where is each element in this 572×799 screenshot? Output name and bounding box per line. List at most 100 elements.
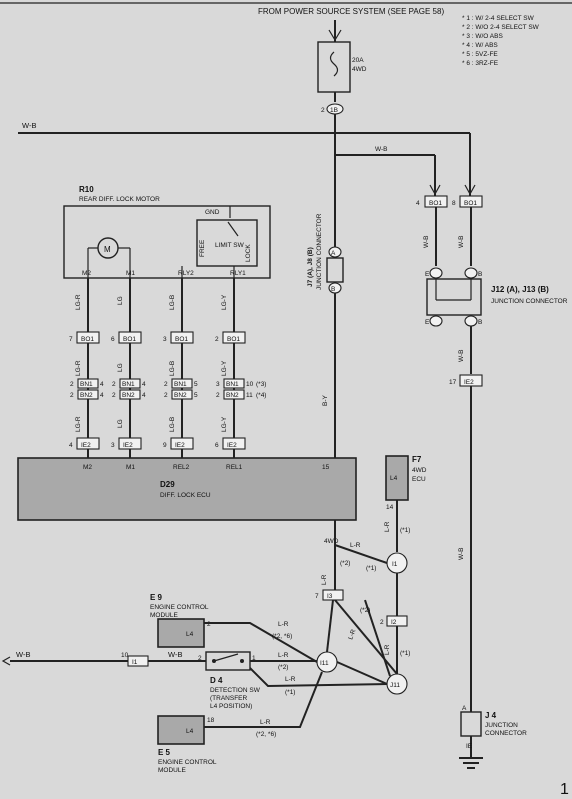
ie2-rel2	[170, 437, 194, 450]
ecu-4wd-label: 4WD	[324, 538, 339, 545]
note-6: * 6 : 3RZ-FE	[462, 60, 499, 67]
ie2-m1-id: IE2	[123, 442, 133, 449]
bn-rel2-l1: 2	[164, 381, 168, 388]
e5-wire-label: L-R	[260, 719, 271, 726]
bn-mark-3: (*3)	[256, 381, 266, 388]
bn2-rel1-id: BN2	[226, 392, 239, 399]
bn-rel1-r1: 10	[246, 381, 254, 388]
bn2-m1-id: BN2	[122, 392, 135, 399]
d4-in-label: W-B	[168, 650, 182, 659]
jl-caption: JUNCTION CONNECTOR	[316, 213, 323, 290]
i3-conn	[322, 589, 344, 601]
power-source-label: FROM POWER SOURCE SYSTEM (SEE PAGE 58)	[258, 7, 444, 16]
ie2-m1-pin: 3	[111, 442, 115, 449]
feed-arrow	[429, 184, 441, 196]
j4-pin: A	[462, 705, 467, 712]
i1-conn	[127, 655, 149, 667]
bo1-rel2-pin: 3	[163, 336, 167, 343]
jr-e-top-label: E	[425, 271, 430, 278]
j4-caption-2: CONNECTOR	[485, 730, 527, 737]
ie2-m2-pin: 4	[69, 442, 73, 449]
bn-rel1-r2: 11	[246, 392, 253, 399]
j4-box	[460, 711, 482, 737]
e5-pin: 18	[207, 717, 215, 724]
ecu-to-i1-mark: (*1)	[366, 565, 376, 572]
i2-pin: 2	[380, 619, 384, 626]
top-junction-id: 1B	[330, 107, 338, 114]
e5-inner: L4	[186, 728, 194, 735]
motor-box	[63, 205, 271, 279]
bn1-m2	[77, 378, 99, 389]
ecu-id: D29	[160, 480, 175, 489]
d4-name-2: (TRANSFER	[210, 695, 248, 702]
cross-wire-2	[364, 599, 391, 677]
bn-rel1-l2: 2	[216, 392, 220, 399]
jr-e-bot	[429, 315, 443, 327]
d4-out-mark-2: (*1)	[285, 689, 295, 696]
d4-pin-left: 2	[198, 655, 202, 662]
f7-inner: L4	[390, 475, 398, 482]
bn-m2-r1: 4	[100, 381, 104, 388]
f7-wire-label: L-R	[384, 521, 391, 532]
f7-name: 4WD	[412, 467, 427, 474]
e5-mark: (*2, *6)	[256, 731, 276, 738]
top-junction-pin: 2	[321, 107, 325, 114]
i1-pin: 10	[121, 652, 129, 659]
note-5: * 5 : 5VZ-FE	[462, 51, 498, 58]
bn-row: BN1 BN2 2 2 4 4 BN1 BN2 2 2 4 4 BN1 BN2 …	[70, 378, 266, 400]
wire-rel1-label-2: LG-Y	[221, 360, 228, 376]
bn2-rel2	[171, 389, 193, 400]
ecu-pin-15: 15	[322, 464, 330, 471]
jl-b-label: B	[331, 286, 335, 293]
ie2-m2-id: IE2	[81, 442, 91, 449]
bn-rel2-r1: 5	[194, 381, 198, 388]
j4-caption: JUNCTION	[485, 722, 518, 729]
power-arrow	[328, 29, 342, 42]
bn2-m1	[119, 389, 141, 400]
ie2-rel1-id: IE2	[227, 442, 237, 449]
e9-pin: 2	[207, 621, 211, 628]
bn2-rel2-id: BN2	[174, 392, 187, 399]
bo1-rel2-id: BO1	[175, 336, 188, 343]
ecu-pin-m2: M2	[83, 464, 92, 471]
e5-name-2: MODULE	[158, 767, 186, 774]
note-3: * 3 : W/O ABS	[462, 33, 503, 40]
feed-branch-label: W-B	[375, 146, 388, 153]
d4-out-label: L-R	[278, 652, 289, 659]
lock-label: LOCK	[245, 244, 252, 262]
e9-mark: (*2, *6)	[272, 633, 292, 640]
d4-id: D 4	[210, 676, 223, 685]
d4-arrow	[1, 656, 11, 666]
limit-sw-box	[196, 219, 258, 267]
limit-sw-label: LIMIT SW	[215, 242, 245, 249]
note-1: * 1 : W/ 2-4 SELECT SW	[462, 15, 535, 22]
jr-b-top	[464, 267, 478, 279]
e9-inner: L4	[186, 631, 194, 638]
wire-rel1-label-3: LG-Y	[221, 416, 228, 432]
f7-name-2: ECU	[412, 476, 426, 483]
by-label: B-Y	[322, 395, 329, 407]
ie2-rel1	[222, 437, 246, 450]
cross-wire-label: L-R	[347, 628, 357, 641]
bo1-m1-id: BO1	[123, 336, 136, 343]
wire-m1-label-3: LG	[117, 419, 124, 428]
jr-out-label: W-B	[458, 349, 465, 362]
motor-pin-m1: M1	[126, 270, 135, 277]
bn1-m2-id: BN1	[80, 381, 93, 388]
bn1-rel2-id: BN1	[174, 381, 187, 388]
d4-name: DETECTION SW	[210, 687, 261, 694]
bn-m2-l1: 2	[70, 381, 74, 388]
bo1-rel1	[222, 331, 246, 344]
e9-wire-label: L-R	[278, 621, 289, 628]
jr-b-bot-label: B	[478, 319, 482, 326]
bn2-m2-id: BN2	[80, 392, 93, 399]
bn2-rel1	[223, 389, 245, 400]
bo1-m1-pin: 6	[111, 336, 115, 343]
wire-rel1-label: LG-Y	[221, 294, 228, 310]
wire-m2-label: LG-R	[75, 294, 82, 310]
circle-j11-label: J11	[390, 682, 400, 689]
fuse-name: 4WD	[352, 66, 367, 73]
jr-b-bot	[464, 315, 478, 327]
bn-m1-r1: 4	[142, 381, 146, 388]
